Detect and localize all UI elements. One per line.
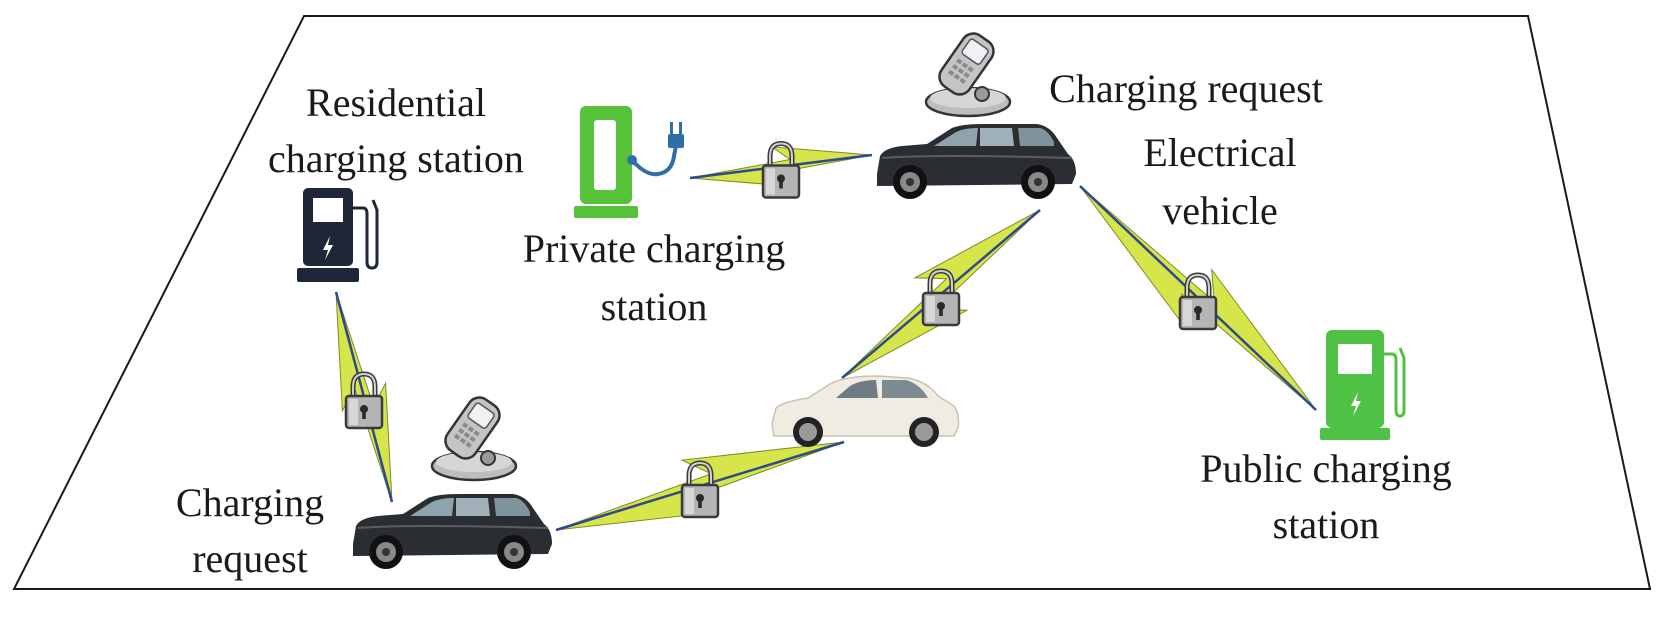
svg-text:vehicle: vehicle <box>1162 188 1278 233</box>
lock-icon <box>923 271 959 325</box>
svg-text:Charging: Charging <box>176 480 324 525</box>
phone-icon <box>430 391 518 482</box>
svg-text:station: station <box>601 284 708 329</box>
electrical-vehicle-label: Electrical vehicle <box>1143 130 1296 233</box>
white-car-icon <box>771 375 960 447</box>
svg-text:request: request <box>192 536 308 581</box>
charging-request-label-bottom: Charging request <box>176 480 324 581</box>
residential-charger-icon <box>297 188 379 282</box>
svg-text:charging station: charging station <box>268 136 524 181</box>
secure-links <box>334 135 1317 532</box>
private-station-label: Private charging station <box>523 226 786 329</box>
private-charger-icon <box>574 106 684 218</box>
svg-text:station: station <box>1273 502 1380 547</box>
lock-icon <box>682 463 718 517</box>
public-charger-icon <box>1320 330 1406 440</box>
svg-text:Electrical: Electrical <box>1143 130 1296 175</box>
svg-text:Private charging: Private charging <box>523 226 786 271</box>
svg-text:Residential: Residential <box>306 80 486 125</box>
dark-car-icon <box>352 493 553 570</box>
lock-icon <box>1180 275 1216 329</box>
phone-icon <box>924 27 1012 118</box>
residential-station-label: Residential charging station <box>268 80 524 181</box>
public-station-label: Public charging station <box>1200 446 1451 547</box>
ground-plane-frame <box>12 15 1652 590</box>
svg-text:Public charging: Public charging <box>1200 446 1451 491</box>
dark-car-icon <box>876 123 1077 200</box>
charging-request-label-top: Charging request <box>1049 66 1323 111</box>
